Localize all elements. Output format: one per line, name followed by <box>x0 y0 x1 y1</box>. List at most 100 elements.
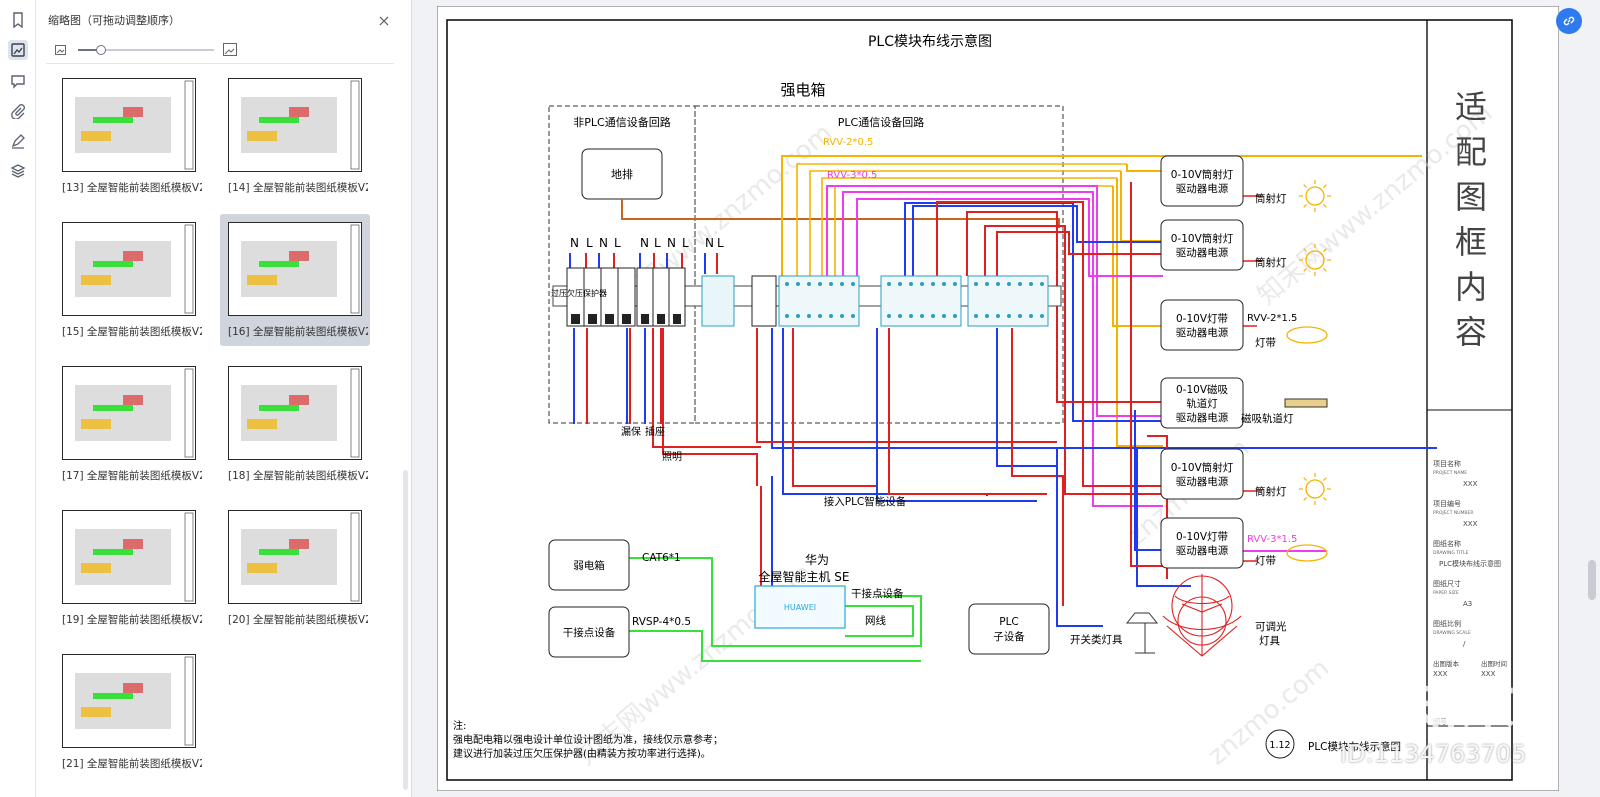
breaker-switch <box>571 314 580 324</box>
dry-contact-device: 干接点设备 <box>563 626 616 639</box>
large-image-icon[interactable] <box>222 42 238 58</box>
terminal <box>931 314 935 318</box>
dimmable-lamp-title: 可调光 <box>1255 620 1287 633</box>
thumbnail-item[interactable]: [14] 全屋智能前装图纸模板V2.... <box>220 70 370 202</box>
attachment-icon[interactable] <box>8 101 28 121</box>
terminal <box>953 282 957 286</box>
small-image-icon[interactable] <box>54 43 68 57</box>
terminal <box>1018 314 1022 318</box>
phase-label: L <box>586 236 593 250</box>
thumbnail-preview <box>62 654 196 748</box>
driver-box <box>1160 299 1244 351</box>
signature-icon[interactable] <box>8 131 28 151</box>
wire <box>629 630 921 662</box>
terminal <box>898 314 902 318</box>
thumbnail-item[interactable]: [17] 全屋智能前装图纸模板V2.... <box>54 358 204 490</box>
breaker-switch <box>605 314 614 324</box>
light-ray <box>1303 248 1307 252</box>
thumbnail-item[interactable]: [16] 全屋智能前装图纸模板V2.... <box>220 214 370 346</box>
viewer-scrollbar[interactable] <box>1588 560 1596 600</box>
terminal <box>909 282 913 286</box>
layers-icon[interactable] <box>8 161 28 181</box>
ground-bar-label: 地排 <box>611 167 633 181</box>
light-ray <box>1303 204 1307 208</box>
light-ray <box>1323 477 1327 481</box>
comment-icon[interactable] <box>8 71 28 91</box>
phase-label: L <box>614 236 621 250</box>
chandelier-icon <box>1162 574 1242 657</box>
tb-field-label: 图纸名称 <box>1433 539 1461 548</box>
wire <box>621 199 1060 228</box>
thumbnail-icon[interactable] <box>8 40 28 60</box>
tb-field-en: PROJECT NUMBER <box>1433 510 1473 516</box>
dimmable-lamp-label: 灯具 <box>1259 635 1281 647</box>
protector-label: 过压欠压保护器 <box>551 288 607 298</box>
terminal <box>996 282 1000 286</box>
terminal <box>785 282 789 286</box>
title-block-char: 框 <box>1455 223 1487 261</box>
track-light-icon <box>1284 398 1328 408</box>
phase-label: N <box>599 236 608 250</box>
terminal <box>985 314 989 318</box>
slider-knob[interactable] <box>96 45 106 55</box>
terminal <box>785 314 789 318</box>
terminal <box>1007 314 1011 318</box>
lighting-label: 照明 <box>662 451 682 463</box>
rvv2-label: RVV-2*0.5 <box>823 137 873 148</box>
wire <box>1130 182 1163 567</box>
rvv3-15-label: RVV-3*1.5 <box>1247 534 1297 545</box>
thumbnail-label: [13] 全屋智能前装图纸模板V2.... <box>62 182 202 194</box>
plc-label: PLC通信设备回路 <box>838 115 924 129</box>
thumbnail-item[interactable]: [13] 全屋智能前装图纸模板V2.... <box>54 70 204 202</box>
tb-date-label: 出图时间 <box>1481 659 1507 668</box>
thumbnail-item[interactable]: [18] 全屋智能前装图纸模板V2.... <box>220 358 370 490</box>
breaker-row <box>566 267 1049 327</box>
wire <box>809 170 1121 276</box>
lamp-label: 筒射灯 <box>1255 485 1287 498</box>
wire <box>984 225 1163 495</box>
host-name: 全屋智能主机 SE <box>758 569 849 584</box>
tb-field-value: PLC模块布线示意图 <box>1439 559 1501 568</box>
thumbnail-item[interactable]: [20] 全屋智能前装图纸模板V2.... <box>220 502 370 634</box>
thumbnail-label: [21] 全屋智能前装图纸模板V2.... <box>62 758 202 770</box>
terminal <box>851 282 855 286</box>
light-ray <box>1303 497 1307 501</box>
thumbnail-preview <box>228 366 362 460</box>
close-icon[interactable] <box>378 12 390 31</box>
driver-box <box>1160 517 1244 569</box>
phase-label: N <box>640 236 649 250</box>
tb-field-label: 项目编号 <box>1433 499 1461 508</box>
title-block-char: 图 <box>1455 178 1487 216</box>
terminal <box>818 282 822 286</box>
wire <box>845 605 914 637</box>
driver-title: 0-10V灯带 <box>1176 531 1228 543</box>
thumbnail-item[interactable]: [21] 全屋智能前装图纸模板V2.... <box>54 646 204 778</box>
breaker <box>668 267 686 327</box>
rvsp-label: RVSP-4*0.5 <box>632 616 691 628</box>
thumbnail-preview <box>62 366 196 460</box>
terminal <box>1029 282 1033 286</box>
thumbnail-item[interactable]: [19] 全屋智能前装图纸模板V2.... <box>54 502 204 634</box>
terminal <box>807 314 811 318</box>
wire <box>1136 448 1191 587</box>
terminal <box>887 314 891 318</box>
panel-scrollbar[interactable] <box>403 470 408 790</box>
thumbnail-item[interactable]: [15] 全屋智能前装图纸模板V2.... <box>54 214 204 346</box>
left-tool-rail <box>0 0 36 797</box>
note-line-1: 强电配电箱以强电设计单位设计图纸为准，接线仅示意参考； <box>453 733 723 746</box>
title-block-char: 内 <box>1455 268 1487 306</box>
breaker-switch <box>673 314 681 324</box>
lamp-label: 筒射灯 <box>1255 192 1287 205</box>
thumbnail-zoom-slider[interactable] <box>52 42 412 58</box>
wire <box>1116 178 1163 447</box>
wire <box>652 328 761 448</box>
tb-field-en: DRAWING TITLE <box>1433 550 1469 556</box>
terminal <box>1040 314 1044 318</box>
bookmark-icon[interactable] <box>8 10 28 30</box>
wire <box>756 328 1057 443</box>
light-ray <box>1303 477 1307 481</box>
terminal <box>920 314 924 318</box>
slider-track[interactable] <box>78 49 214 51</box>
link-button[interactable] <box>1556 8 1582 34</box>
lamp-label: 磁吸轨道灯 <box>1241 412 1294 425</box>
